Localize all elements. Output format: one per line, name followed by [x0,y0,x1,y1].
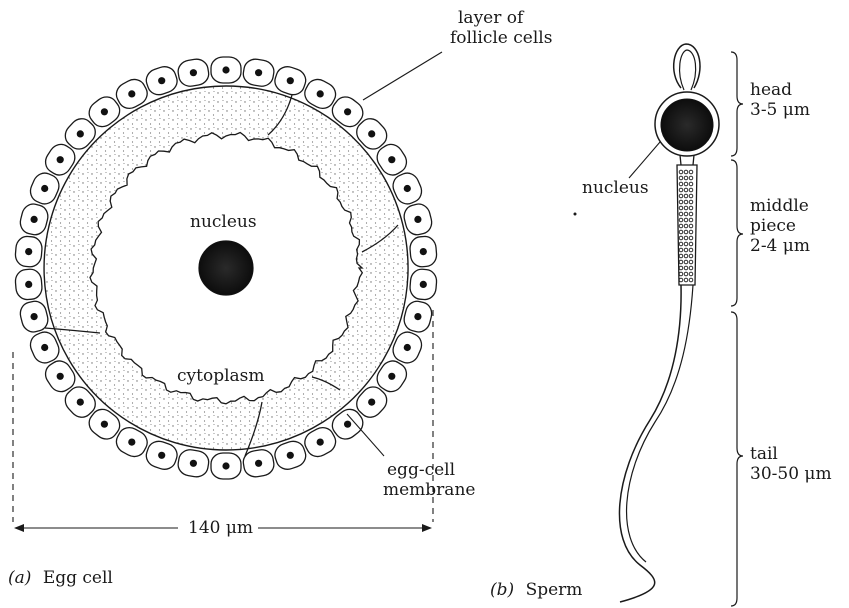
egg-caption-letter: (a) [8,568,31,588]
middle-piece-label: middle piece 2-4 μm [750,196,810,256]
egg-caption-text: Egg cell [43,568,113,588]
follicle-cell-nucleus [41,344,48,351]
egg-caption: (a) Egg cell [8,568,113,588]
speck [574,213,577,216]
follicle-cell-nucleus [368,399,375,406]
follicle-cell-nucleus [222,66,229,73]
follicle-cell-nucleus [41,185,48,192]
follicle-cells-label: layer of follicle cells [450,8,552,48]
tail-label-line2: 30-50 μm [750,464,832,484]
follicle-cell-nucleus [317,90,324,97]
follicle-cell-nucleus [287,77,294,84]
sperm-diagram [574,44,744,606]
follicle-cell-nucleus [30,216,37,223]
follicle-cell-nucleus [101,108,108,115]
follicle-cell-nucleus [190,69,197,76]
follicle-cell-nucleus [25,248,32,255]
follicle-cell-nucleus [57,373,64,380]
follicle-cell-nucleus [414,313,421,320]
head-label: head 3-5 μm [750,80,810,120]
follicle-label-line1: layer of [450,8,552,28]
sperm-caption: (b) Sperm [490,580,582,600]
sperm-nucleus-leader [629,142,660,178]
follicle-label-line2: follicle cells [450,28,552,48]
tail-label: tail 30-50 μm [750,444,832,484]
cytoplasm-label: cytoplasm [177,366,265,386]
sperm-braces [731,52,743,606]
follicle-cell-nucleus [344,421,351,428]
follicle-cell-nucleus [57,156,64,163]
head-label-line2: 3-5 μm [750,100,810,120]
middle-label-line3: 2-4 μm [750,236,810,256]
follicle-cell-nucleus [158,77,165,84]
egg-nucleus-label: nucleus [190,212,257,232]
middle-label-line2: piece [750,216,810,236]
follicle-cell-nucleus [287,452,294,459]
membrane-label: egg-cell membrane [383,460,475,500]
sperm-caption-letter: (b) [490,580,514,600]
egg-dimension-label: 140 μm [184,518,257,538]
egg-nucleus [199,241,253,295]
membrane-label-line1: egg-cell [383,460,475,480]
follicle-cell-nucleus [222,462,229,469]
follicle-cell-nucleus [77,130,84,137]
follicle-cell-nucleus [368,130,375,137]
follicle-cell-nucleus [317,439,324,446]
follicle-cell-nucleus [344,108,351,115]
follicle-cell-nucleus [25,281,32,288]
membrane-label-line2: membrane [383,480,475,500]
sperm-nucleus-label: nucleus [582,178,649,198]
follicle-cell-nucleus [128,439,135,446]
tail-label-line1: tail [750,444,832,464]
head-label-line1: head [750,80,810,100]
follicle-cell-nucleus [388,156,395,163]
sperm-tail [619,285,681,602]
follicle-cell-nucleus [414,216,421,223]
follicle-cell-nucleus [77,399,84,406]
follicle-cell-nucleus [101,421,108,428]
sperm-caption-text: Sperm [526,580,583,600]
follicle-cell-nucleus [255,69,262,76]
follicle-cell-nucleus [404,185,411,192]
follicle-cell-nucleus [255,460,262,467]
follicle-cell-nucleus [30,313,37,320]
follicle-cell-nucleus [388,373,395,380]
follicle-cell-nucleus [158,452,165,459]
follicle-cell-nucleus [190,460,197,467]
follicle-cell-nucleus [420,248,427,255]
sperm-nucleus [661,99,713,151]
follicle-cell-nucleus [128,90,135,97]
follicle-cell-nucleus [420,281,427,288]
egg-cell-diagram [13,52,442,532]
middle-label-line1: middle [750,196,810,216]
follicle-cell-nucleus [404,344,411,351]
